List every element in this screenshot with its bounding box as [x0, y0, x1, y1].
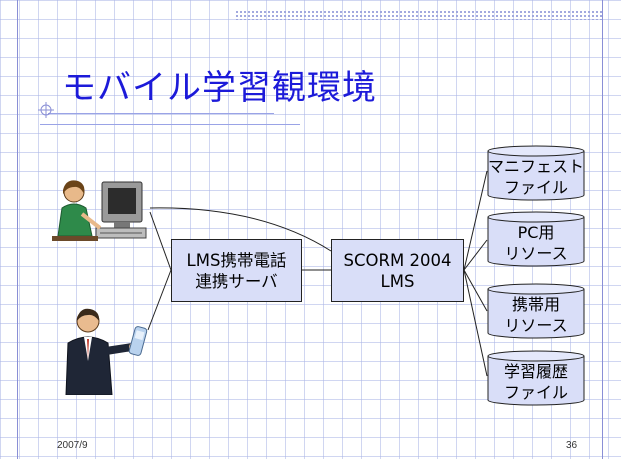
- storage-pc-resource: PC用 リソース: [487, 211, 585, 267]
- pc-user-icon: [52, 180, 147, 241]
- title-underline-secondary: [40, 124, 300, 125]
- top-dotted-band: [235, 10, 602, 20]
- lms-box-line2: LMS: [380, 271, 415, 291]
- lms-mobile-server-box: LMS携帯電話 連携サーバ: [171, 239, 302, 302]
- storage-pc-line1: PC用: [517, 223, 555, 242]
- server-box-line1: LMS携帯電話: [186, 250, 287, 270]
- slide-title: モバイル学習観環境: [62, 68, 377, 108]
- storage-manifest-line1: マニフェスト: [487, 157, 584, 176]
- storage-manifest-file: マニフェスト ファイル: [487, 145, 585, 201]
- storage-history-line1: 学習履歴: [503, 362, 568, 381]
- footer-page-number: 36: [566, 440, 578, 451]
- storage-mobile-resource: 携帯用 リソース: [487, 283, 585, 339]
- footer-date: 2007/9: [57, 440, 88, 451]
- crosshair-icon: [38, 102, 54, 118]
- server-box-line2: 連携サーバ: [195, 271, 278, 291]
- storage-learning-history: 学習履歴 ファイル: [487, 350, 585, 406]
- storage-mobile-line2: リソース: [504, 316, 568, 335]
- left-margin-rule: [17, 0, 18, 459]
- scorm-lms-box: SCORM 2004 LMS: [331, 239, 464, 302]
- right-margin-rule: [602, 0, 603, 459]
- lms-box-line1: SCORM 2004: [343, 250, 452, 270]
- storage-pc-line2: リソース: [504, 244, 568, 263]
- storage-mobile-line1: 携帯用: [511, 295, 560, 314]
- storage-manifest-line2: ファイル: [503, 178, 568, 197]
- title-underline: [48, 113, 274, 114]
- storage-history-line2: ファイル: [503, 383, 568, 402]
- mobile-user-icon: [65, 308, 148, 395]
